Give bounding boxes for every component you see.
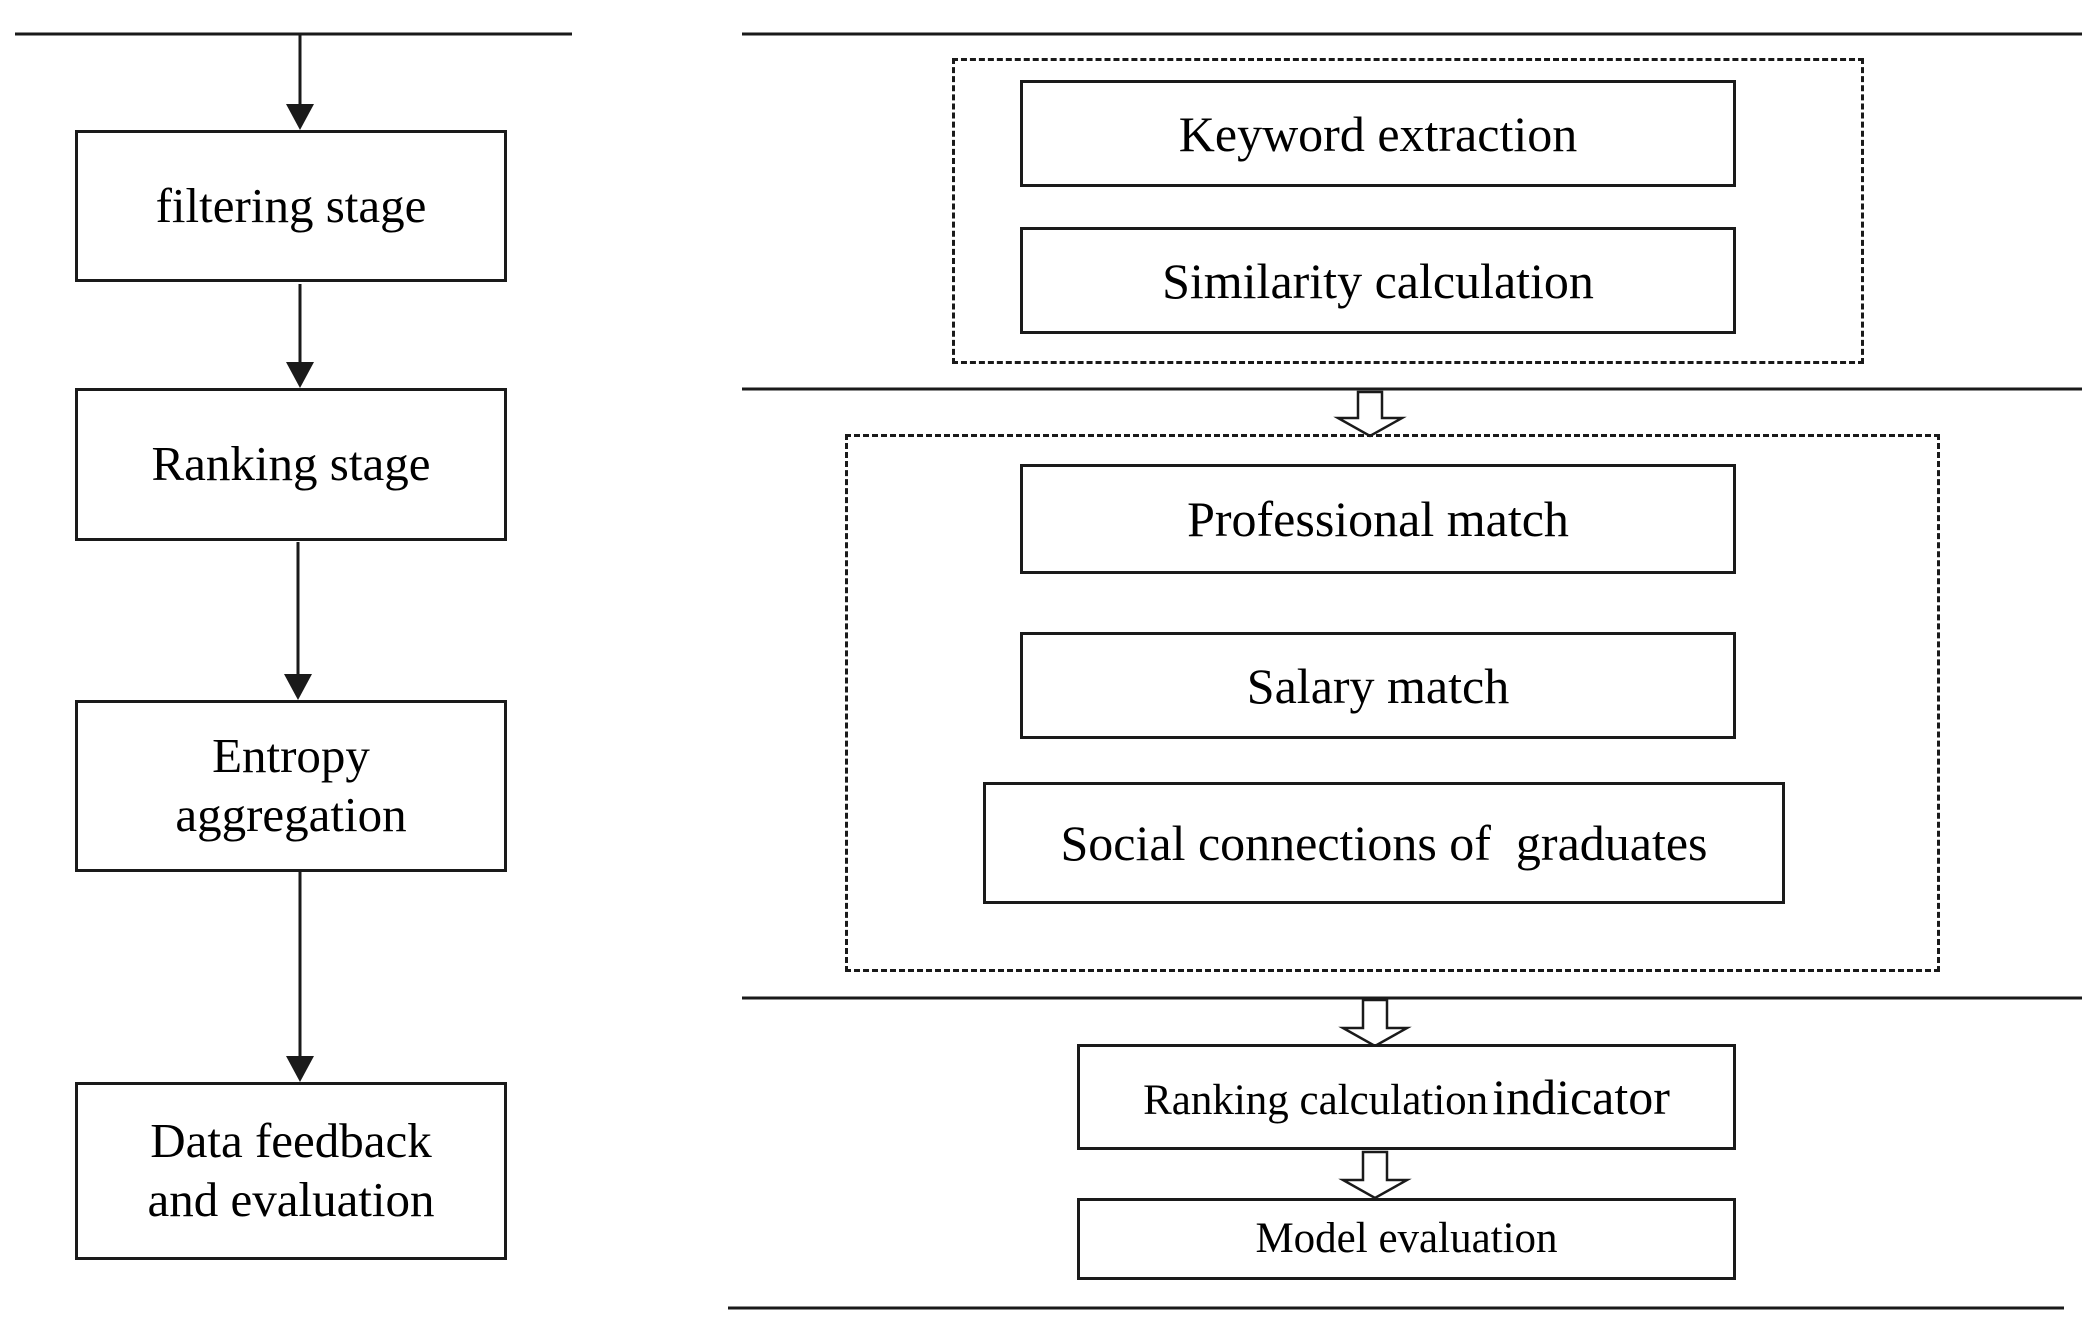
entropy-aggregation-line1: Entropy [212, 728, 370, 784]
similarity-calculation-label: Similarity calculation [1162, 252, 1594, 309]
hollow-arrow-2 [1338, 998, 1412, 1048]
similarity-calculation-box: Similarity calculation [1020, 227, 1736, 334]
ranking-stage-label: Ranking stage [151, 436, 431, 492]
hollow-arrow-1 [1333, 390, 1407, 438]
model-evaluation-box: Model evaluation [1077, 1198, 1736, 1280]
data-feedback-line2: and evaluation [147, 1172, 435, 1227]
text-processing-group [952, 58, 1864, 364]
social-connections-box: Social connections of graduates [983, 782, 1785, 904]
matching-factors-group [845, 434, 1940, 972]
left-arrow-1 [286, 34, 314, 130]
ranking-indicator-label: Ranking calculation indicator [1143, 1067, 1670, 1127]
ranking-indicator-part2: indicator [1492, 1069, 1670, 1125]
keyword-extraction-label: Keyword extraction [1178, 105, 1578, 162]
model-evaluation-label: Model evaluation [1255, 1215, 1558, 1263]
salary-match-label: Salary match [1246, 657, 1510, 714]
ranking-stage-box: Ranking stage [75, 388, 507, 541]
entropy-aggregation-box: Entropy aggregation [75, 700, 507, 872]
ranking-indicator-box: Ranking calculation indicator [1077, 1044, 1736, 1150]
hollow-arrow-3 [1338, 1150, 1412, 1200]
ranking-indicator-part1: Ranking calculation [1143, 1077, 1489, 1124]
social-connections-label: Social connections of graduates [1060, 815, 1708, 871]
data-feedback-box: Data feedback and evaluation [75, 1082, 507, 1260]
filtering-stage-box: filtering stage [75, 130, 507, 282]
salary-match-box: Salary match [1020, 632, 1736, 739]
entropy-aggregation-line2: aggregation [175, 787, 407, 842]
professional-match-label: Professional match [1187, 491, 1569, 547]
data-feedback-line1: Data feedback [150, 1113, 432, 1169]
left-arrow-4 [286, 872, 314, 1082]
keyword-extraction-box: Keyword extraction [1020, 80, 1736, 187]
left-arrow-3 [284, 542, 312, 700]
filtering-stage-label: filtering stage [155, 177, 427, 233]
left-arrow-2 [286, 284, 314, 388]
professional-match-box: Professional match [1020, 464, 1736, 574]
